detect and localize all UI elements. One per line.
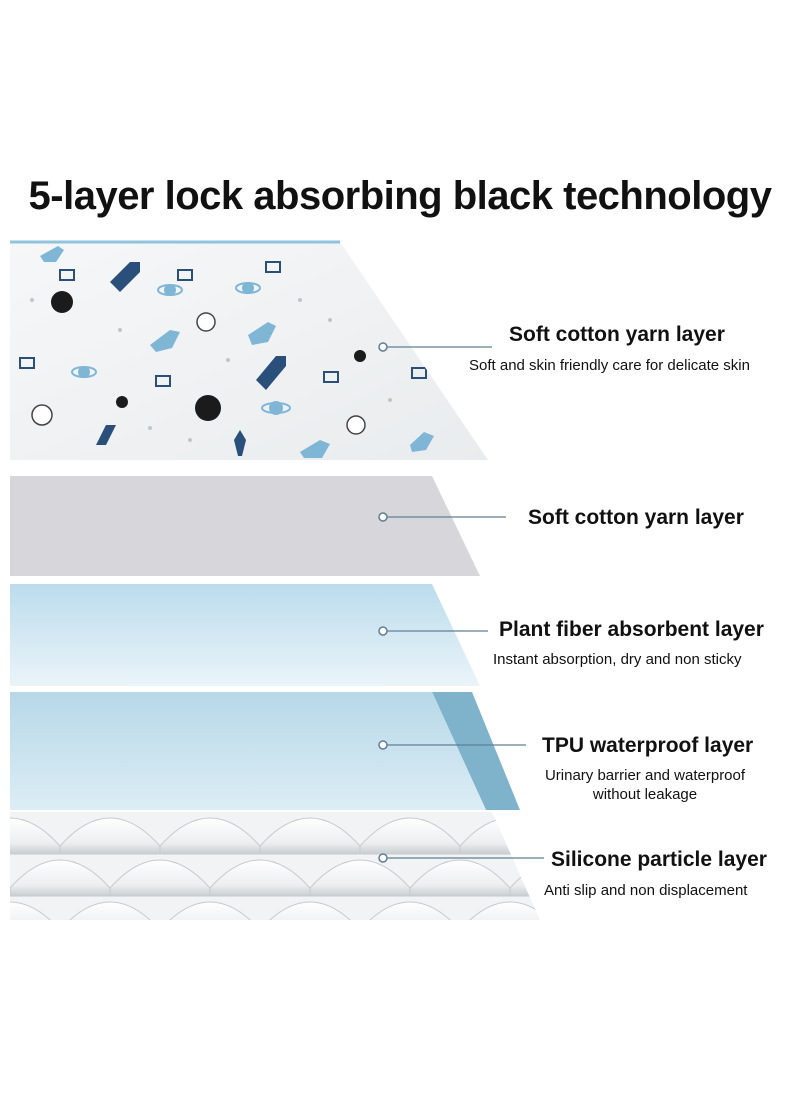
- layer-silicone: [10, 812, 540, 920]
- leader-dot-2: [378, 512, 388, 522]
- layer-1-label: Soft cotton yarn layer: [509, 323, 725, 346]
- layer-plant-fiber: [10, 584, 480, 686]
- layer-5-label: Silicone particle layer: [551, 848, 767, 871]
- leader-dot-3: [378, 626, 388, 636]
- layer-2-label: Soft cotton yarn layer: [528, 506, 744, 529]
- layer-4-description: Urinary barrier and waterproof without l…: [544, 767, 746, 803]
- silicone-bump: [59, 901, 161, 920]
- page-title: 5-layer lock absorbing black technology: [28, 174, 772, 218]
- layer-3-description: Instant absorption, dry and non sticky: [493, 651, 742, 668]
- layer-grey-cotton: [10, 476, 480, 576]
- silicone-bump: [459, 901, 540, 920]
- layer-4-label: TPU waterproof layer: [542, 734, 754, 757]
- space-print-pattern: [19, 246, 434, 458]
- leader-dot-1: [378, 342, 388, 352]
- silicone-bump: [359, 901, 461, 920]
- leader-dot-4: [378, 740, 388, 750]
- silicone-bump: [259, 901, 361, 920]
- layer-tpu: [10, 692, 520, 810]
- silicone-bump: [10, 901, 61, 920]
- leader-dot-5: [378, 853, 388, 863]
- layer-printed-cotton: [10, 240, 488, 460]
- layer-5-description: Anti slip and non displacement: [544, 882, 748, 899]
- silicone-bump: [159, 901, 261, 920]
- layer-3-label: Plant fiber absorbent layer: [499, 618, 764, 641]
- leader-lines: [378, 342, 544, 863]
- layer-1-description: Soft and skin friendly care for delicate…: [469, 357, 750, 374]
